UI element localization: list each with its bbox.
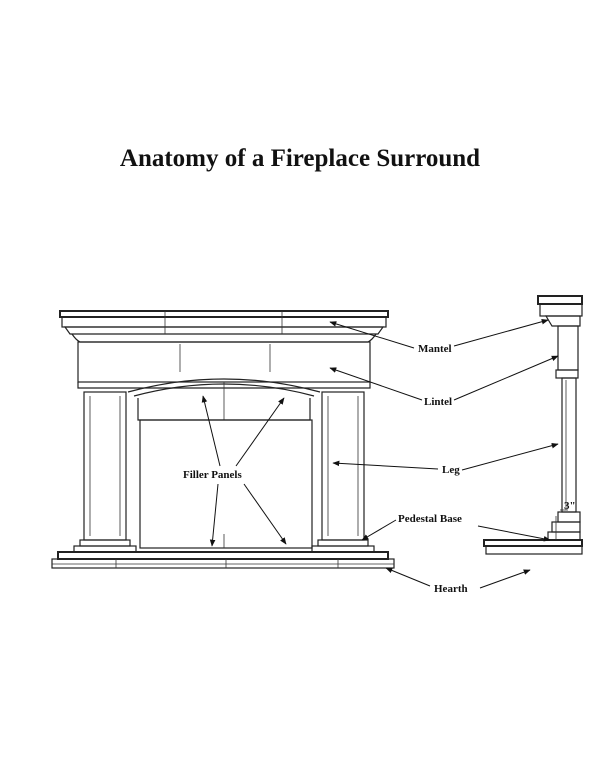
- hearth-shape: [51, 551, 395, 569]
- filler-panels-shape: [137, 382, 313, 549]
- lintel-leader-front: [329, 367, 423, 401]
- page-title: Anatomy of a Fireplace Surround: [119, 145, 481, 172]
- mantel-leader-side: [453, 318, 549, 347]
- leg-label: Leg: [442, 464, 460, 476]
- pedestal-base-label: Pedestal Base: [398, 513, 462, 525]
- pedestal-leader-side: [477, 525, 551, 542]
- leg-leader-front: [332, 460, 439, 470]
- front-view: [51, 310, 395, 569]
- filler-leader-ur: [235, 397, 285, 467]
- hearth-leader-front: [385, 567, 431, 587]
- annotations: Mantel Lintel Leg Filler Panels Pedestal…: [183, 318, 559, 595]
- filler-panels-label: Filler Panels: [183, 469, 242, 481]
- filler-leader-ll: [209, 483, 219, 547]
- mantel-label: Mantel: [418, 343, 452, 355]
- filler-leader-ul: [201, 395, 221, 467]
- mantel-leader-front: [329, 321, 415, 349]
- filler-leader-lr: [243, 483, 287, 545]
- hearth-leader-side: [479, 569, 531, 589]
- leg-leader-side: [461, 442, 559, 471]
- mantel-shape: [59, 310, 389, 343]
- lintel-label: Lintel: [424, 396, 452, 408]
- side-view: 3": [483, 295, 583, 555]
- left-leg-shape: [73, 391, 137, 553]
- pedestal-leader-front: [361, 519, 397, 541]
- side-dimension-label: 3": [564, 500, 576, 512]
- hearth-label: Hearth: [434, 583, 468, 595]
- right-leg-shape: [311, 391, 375, 553]
- lintel-leader-side: [453, 355, 559, 401]
